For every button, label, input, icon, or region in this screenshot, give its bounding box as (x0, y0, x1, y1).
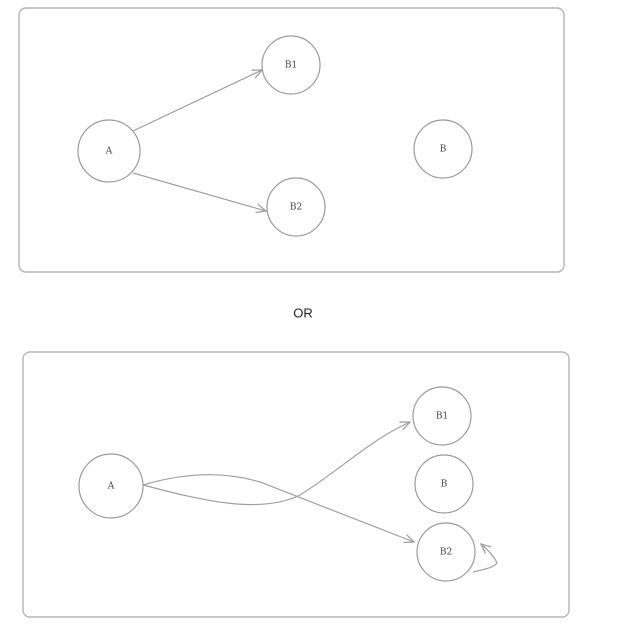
top-node-b[interactable]: B (413, 119, 473, 179)
top-node-b2[interactable]: B2 (266, 177, 326, 237)
or-separator: OR (293, 305, 313, 320)
node-label: B (440, 145, 447, 155)
bottom-node-a[interactable]: A (78, 453, 144, 519)
node-label: B1 (285, 61, 297, 71)
top-edge-a-b2 (132, 172, 266, 211)
node-label: B2 (290, 203, 302, 213)
node-label: B (441, 480, 448, 490)
bottom-edge-a-b2 (142, 474, 414, 542)
bottom-edge-b2-self-loop (472, 544, 498, 573)
top-diagram: A B1 B2 B (18, 7, 565, 273)
bottom-node-b[interactable]: B (414, 454, 474, 514)
top-node-a[interactable]: A (77, 119, 141, 183)
bottom-diagram: A B1 B B2 (22, 351, 570, 618)
bottom-edge-a-b1 (142, 422, 410, 506)
bottom-panel-frame (22, 351, 570, 618)
bottom-node-b2[interactable]: B2 (416, 522, 476, 582)
bottom-node-b1[interactable]: B1 (412, 386, 472, 446)
node-label: B2 (440, 548, 452, 558)
top-panel-frame (18, 7, 565, 273)
node-label: A (105, 147, 113, 157)
node-label: B1 (436, 412, 448, 422)
top-node-b1[interactable]: B1 (261, 35, 321, 95)
top-edge-a-b1 (132, 70, 262, 132)
node-label: A (107, 482, 115, 492)
